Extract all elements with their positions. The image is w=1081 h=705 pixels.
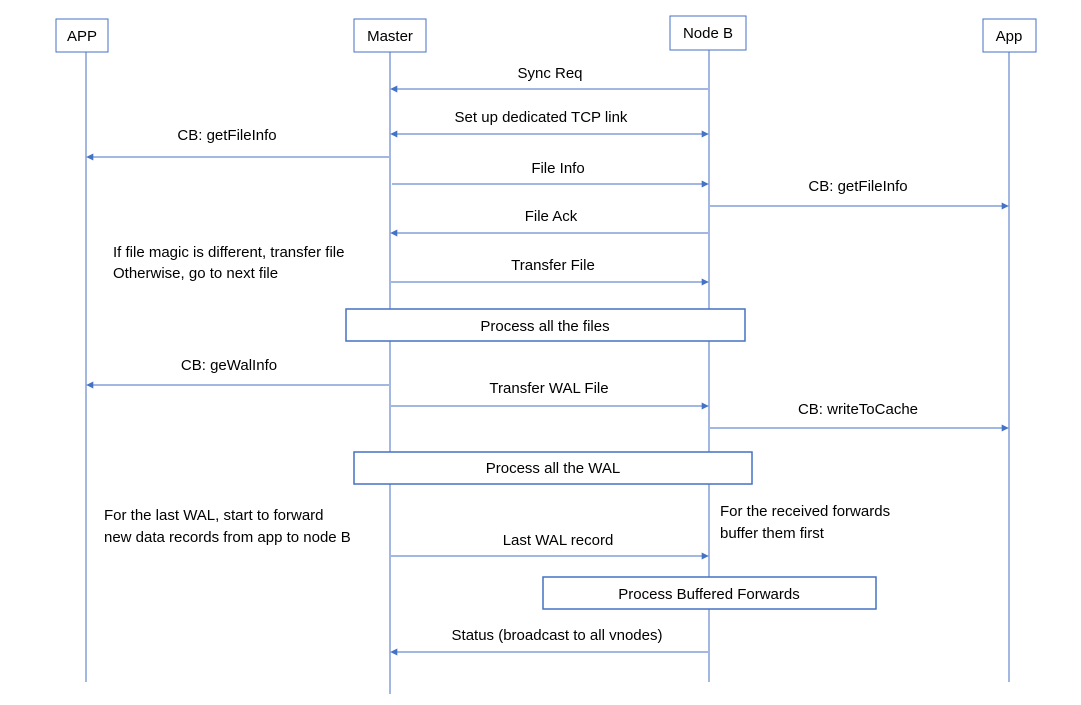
process-box-files-label: Process all the files xyxy=(480,318,609,335)
process-box-files: Process all the files xyxy=(345,308,746,342)
process-box-buffered-forwards: Process Buffered Forwards xyxy=(542,576,877,610)
message-transfer-wal-file: Transfer WAL File xyxy=(391,380,709,410)
message-last-wal-record: Last WAL record xyxy=(391,532,709,560)
message-file-info: File Info xyxy=(392,160,709,188)
participant-app-right-label: App xyxy=(996,28,1023,45)
note-received-forwards-line-1: For the received forwards xyxy=(720,503,890,520)
note-last-wal-line-1: For the last WAL, start to forward xyxy=(104,507,324,524)
process-box-buffered-forwards-label: Process Buffered Forwards xyxy=(618,586,799,603)
participant-master: Master xyxy=(353,18,427,53)
message-transfer-file: Transfer File xyxy=(391,257,709,286)
note-last-wal: For the last WAL, start to forward new d… xyxy=(104,507,351,546)
process-box-wal-label: Process all the WAL xyxy=(486,460,621,477)
note-file-magic-line-2: Otherwise, go to next file xyxy=(113,265,278,282)
message-cb-writetocache: CB: writeToCache xyxy=(710,401,1009,432)
note-received-forwards-line-2: buffer them first xyxy=(720,525,825,542)
message-cb-writetocache-label: CB: writeToCache xyxy=(798,401,918,418)
process-box-wal: Process all the WAL xyxy=(353,451,753,485)
message-sync-req: Sync Req xyxy=(390,65,708,93)
message-transfer-file-label: Transfer File xyxy=(511,257,595,274)
message-file-info-label: File Info xyxy=(531,160,584,177)
message-cb-getfileinfo-master-label: CB: getFileInfo xyxy=(177,127,276,144)
note-received-forwards: For the received forwards buffer them fi… xyxy=(720,503,890,542)
note-last-wal-line-2: new data records from app to node B xyxy=(104,529,351,546)
message-tcp-link: Set up dedicated TCP link xyxy=(390,109,709,138)
participant-app-left: APP xyxy=(55,18,109,53)
message-transfer-wal-file-label: Transfer WAL File xyxy=(489,380,608,397)
message-file-ack: File Ack xyxy=(390,208,708,237)
note-file-magic: If file magic is different, transfer fil… xyxy=(113,244,344,282)
message-file-ack-label: File Ack xyxy=(525,208,578,225)
participant-node-b: Node B xyxy=(669,15,747,51)
message-sync-req-label: Sync Req xyxy=(517,65,582,82)
participant-master-label: Master xyxy=(367,28,413,45)
message-cb-gewalinfo: CB: geWalInfo xyxy=(86,357,389,389)
participant-app-left-label: APP xyxy=(67,28,97,45)
message-status: Status (broadcast to all vnodes) xyxy=(390,627,708,656)
message-status-label: Status (broadcast to all vnodes) xyxy=(452,627,663,644)
message-cb-gewalinfo-label: CB: geWalInfo xyxy=(181,357,277,374)
participant-node-b-label: Node B xyxy=(683,25,733,42)
participant-app-right: App xyxy=(982,18,1037,53)
message-last-wal-record-label: Last WAL record xyxy=(503,532,614,549)
message-tcp-link-label: Set up dedicated TCP link xyxy=(455,109,628,126)
message-cb-getfileinfo-nodeb: CB: getFileInfo xyxy=(710,178,1009,210)
note-file-magic-line-1: If file magic is different, transfer fil… xyxy=(113,244,344,261)
message-cb-getfileinfo-nodeb-label: CB: getFileInfo xyxy=(808,178,907,195)
message-cb-getfileinfo-master: CB: getFileInfo xyxy=(86,127,389,161)
